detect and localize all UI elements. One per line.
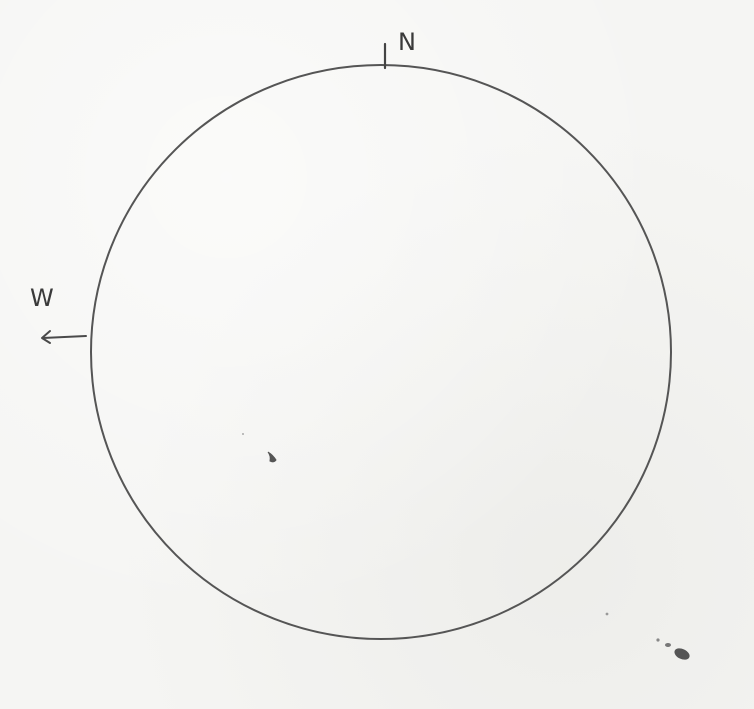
pencil-speck	[242, 433, 244, 435]
graphite-smudge	[605, 612, 690, 660]
west-arrow-icon	[41, 330, 87, 344]
north-label: N	[398, 28, 416, 56]
west-label: W	[30, 284, 54, 312]
sunspot-mark	[267, 451, 277, 463]
solar-disk-outline	[90, 64, 672, 640]
